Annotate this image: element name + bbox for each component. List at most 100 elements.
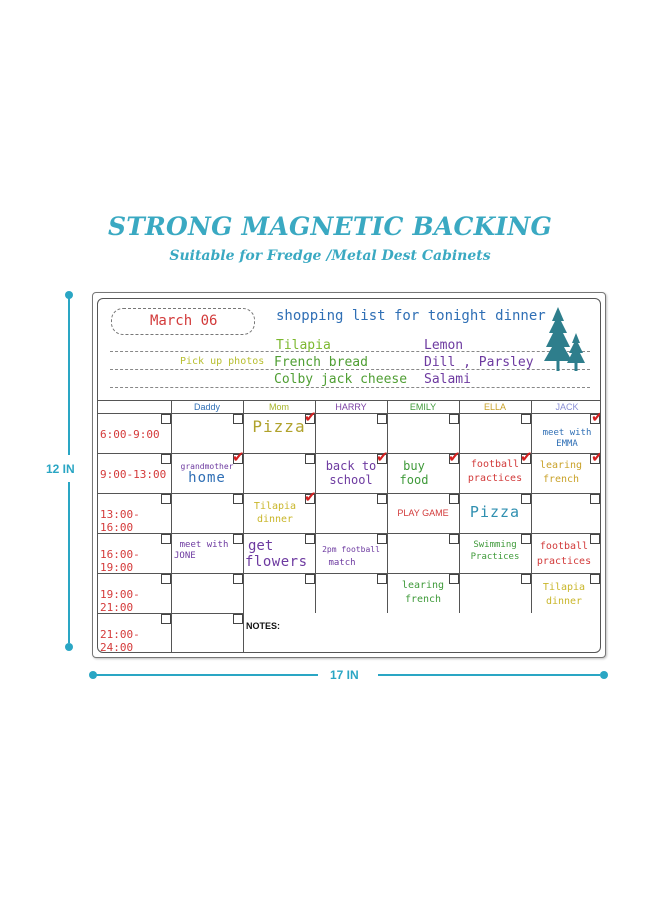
weekly-schedule-grid: Daddy Mom HARRY EMILY ELLA JACK 6:00-9:0… (98, 400, 600, 652)
column-header-jack: JACK (555, 402, 579, 412)
grid-line (98, 533, 600, 534)
schedule-entry: Pizza (469, 503, 521, 521)
schedule-entry: match (328, 558, 356, 568)
checkbox[interactable] (233, 614, 243, 624)
checkbox[interactable] (521, 414, 531, 424)
height-marker-bottom-dot (65, 643, 73, 651)
shopping-line-1 (110, 351, 590, 352)
width-marker-right-dot (600, 671, 608, 679)
shopping-item: Tilapia (276, 338, 331, 353)
checkbox[interactable] (377, 494, 387, 504)
shopping-item: Colby jack cheese (274, 372, 408, 387)
checkbox[interactable] (233, 534, 243, 544)
schedule-entry: dinner (545, 596, 583, 607)
checkbox[interactable] (161, 414, 171, 424)
schedule-entry: food (399, 473, 429, 487)
height-label: 12 IN (46, 462, 75, 476)
checkbox[interactable] (161, 534, 171, 544)
whiteboard-inner-frame: March 06 shopping list for tonight dinne… (97, 298, 601, 653)
checkbox[interactable] (521, 494, 531, 504)
grid-line (98, 400, 600, 401)
column-header-emily: EMILY (409, 402, 437, 412)
schedule-entry: dinner (256, 514, 294, 525)
schedule-entry: practices (536, 556, 592, 567)
grid-line (98, 493, 600, 494)
checkbox[interactable] (449, 454, 459, 464)
schedule-entry: Practices (470, 552, 520, 562)
checkbox[interactable] (233, 454, 243, 464)
checkmark-icon: ✔ (304, 408, 317, 426)
checkbox[interactable] (449, 494, 459, 504)
grid-line (98, 573, 600, 574)
checkbox[interactable] (305, 534, 315, 544)
checkbox[interactable] (590, 414, 600, 424)
schedule-entry: Tilapia (253, 501, 297, 512)
checkbox[interactable] (590, 574, 600, 584)
checkbox[interactable] (305, 414, 315, 424)
checkbox[interactable] (590, 494, 600, 504)
column-header-ella: ELLA (483, 402, 507, 412)
time-slot: 21:00-24:00 (100, 628, 140, 653)
schedule-entry: french (542, 474, 580, 485)
checkbox[interactable] (233, 414, 243, 424)
grid-line (243, 400, 244, 652)
checkbox[interactable] (449, 574, 459, 584)
page-title: STRONG MAGNETIC BACKING (108, 212, 552, 241)
checkbox[interactable] (161, 494, 171, 504)
time-slot: 19:00-21:00 (100, 588, 140, 614)
time-slot: 16:00-19:00 (100, 548, 140, 574)
schedule-entry: get (248, 538, 274, 554)
schedule-entry: meet with (179, 540, 229, 550)
height-marker-line-bottom (68, 482, 70, 643)
column-header-daddy: Daddy (193, 402, 220, 412)
checkbox[interactable] (590, 454, 600, 464)
shopping-item: French bread (274, 355, 368, 370)
checkbox[interactable] (521, 454, 531, 464)
time-slot: 9:00-13:00 (100, 468, 167, 481)
checkbox[interactable] (233, 574, 243, 584)
checkbox[interactable] (377, 414, 387, 424)
checkbox[interactable] (161, 614, 171, 624)
grid-line (98, 413, 600, 414)
time-slot: 13:00-16:00 (100, 508, 140, 534)
width-marker-line-right (378, 674, 600, 676)
checkbox[interactable] (233, 494, 243, 504)
date-text: March 06 (150, 313, 218, 329)
schedule-entry: buy (403, 459, 425, 473)
grid-line (531, 400, 532, 613)
schedule-entry: 2pm football (322, 545, 380, 554)
checkbox[interactable] (161, 574, 171, 584)
time-slot: 6:00-9:00 (100, 428, 160, 441)
checkbox[interactable] (377, 454, 387, 464)
schedule-entry: practices (467, 473, 523, 484)
schedule-entry: meet with (542, 428, 592, 438)
checkbox[interactable] (521, 574, 531, 584)
checkbox[interactable] (521, 534, 531, 544)
width-label: 17 IN (330, 668, 359, 682)
column-header-harry: HARRY (335, 402, 367, 412)
schedule-entry: learing (539, 460, 583, 471)
schedule-entry: back to (325, 459, 377, 473)
checkbox[interactable] (449, 534, 459, 544)
checkbox[interactable] (305, 574, 315, 584)
shopping-item: Dill , Parsley (424, 355, 534, 370)
schedule-entry: Pizza (252, 417, 306, 436)
checkbox[interactable] (377, 574, 387, 584)
checkbox[interactable] (377, 534, 387, 544)
checkmark-icon: ✔ (520, 448, 533, 466)
checkmark-icon: ✔ (591, 410, 600, 425)
grid-line (459, 400, 460, 613)
checkbox[interactable] (449, 414, 459, 424)
checkbox[interactable] (305, 454, 315, 464)
width-marker-line-left (96, 674, 318, 676)
shopping-line-2 (110, 369, 590, 370)
schedule-entry: football (539, 541, 589, 552)
shopping-item: Lemon (424, 338, 464, 353)
checkbox[interactable] (590, 534, 600, 544)
schedule-entry: french (404, 594, 442, 605)
pine-trees-icon (544, 307, 585, 371)
shopping-list-title: shopping list for tonight dinner (276, 308, 546, 324)
checkbox[interactable] (161, 454, 171, 464)
checkmark-icon: ✔ (591, 450, 600, 465)
checkbox[interactable] (305, 494, 315, 504)
